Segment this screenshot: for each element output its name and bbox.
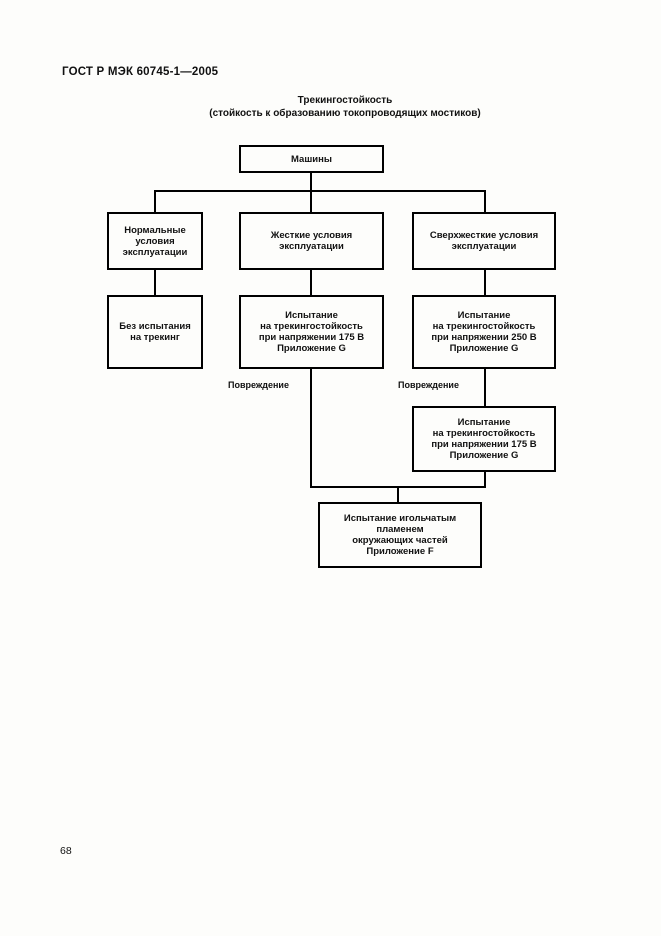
document-header: ГОСТ Р МЭК 60745-1—2005 [62, 66, 219, 78]
node-tracking-test-175v-after-damage: Испытание на трекингостойкость при напря… [412, 406, 556, 472]
connector-root-to-bus [310, 173, 312, 212]
connector-normal-to-no-test [154, 270, 156, 295]
node-tracking-test-250v: Испытание на трекингостойкость при напря… [412, 295, 556, 369]
node-harsh-conditions: Жесткие условия эксплуатации [239, 212, 384, 270]
connector-bus-bottom [310, 486, 486, 488]
connector-extra-to-test250 [484, 270, 486, 295]
connector-bus-top [154, 190, 486, 192]
connector-bus-to-extra-harsh [484, 192, 486, 212]
node-tracking-test-175v: Испытание на трекингостойкость при напря… [239, 295, 384, 369]
edge-label-damage-left: Повреждение [228, 380, 289, 390]
node-no-tracking-test: Без испытания на трекинг [107, 295, 203, 369]
node-needle-flame-test: Испытание игольчатым пламенем окружающих… [318, 502, 482, 568]
node-machines: Машины [239, 145, 384, 173]
connector-bus-to-normal [154, 192, 156, 212]
diagram-title: Трекингостойкость (стойкость к образован… [209, 95, 481, 119]
node-extra-harsh-conditions: Сверхжесткие условия эксплуатации [412, 212, 556, 270]
node-normal-conditions: Нормальные условия эксплуатации [107, 212, 203, 270]
connector-damage-to-bus2 [484, 472, 486, 488]
connector-bus2-to-needle-flame [397, 488, 399, 502]
connector-test250-to-damage [484, 369, 486, 406]
connector-harsh-to-test175 [310, 270, 312, 295]
page-number: 68 [60, 845, 72, 857]
edge-label-damage-right: Повреждение [398, 380, 459, 390]
connector-test175-to-bus2 [310, 369, 312, 488]
